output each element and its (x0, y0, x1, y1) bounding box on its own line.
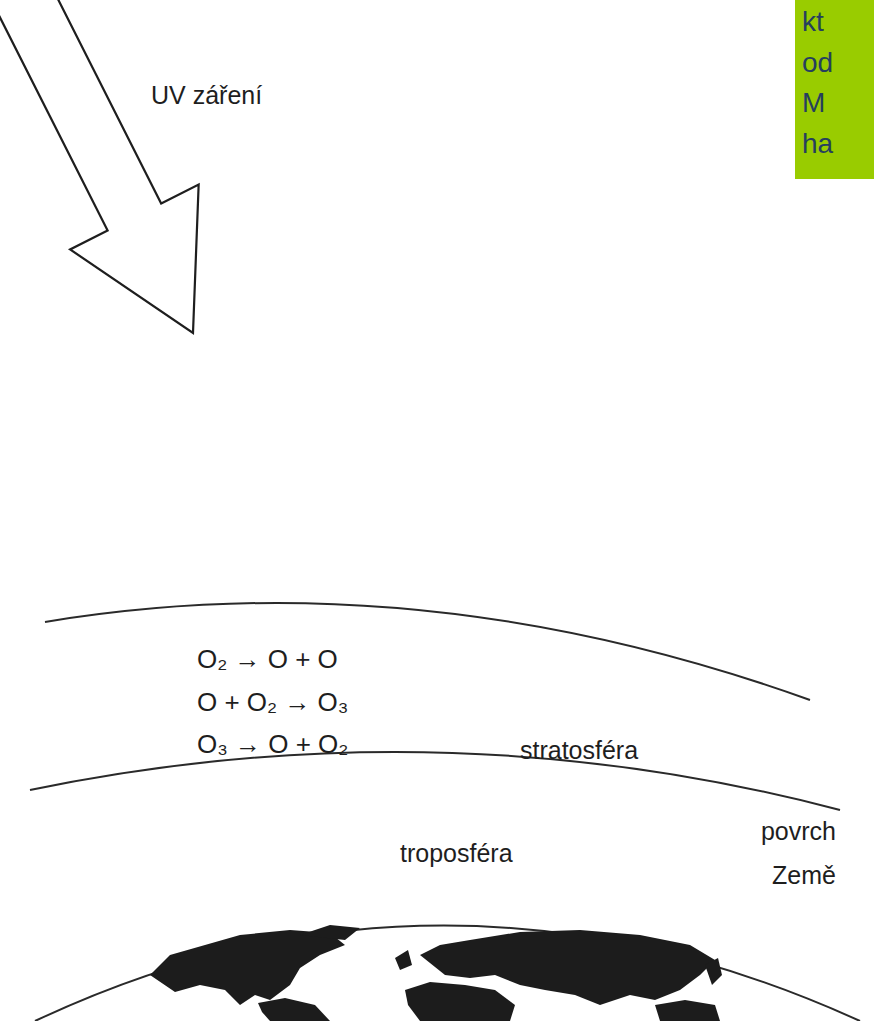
reaction-equation: O + O₂ → O₃ (197, 687, 348, 718)
reaction-equation: O₂ → O + O (197, 644, 338, 675)
radiation-label: UV záření (151, 80, 262, 110)
layer-label: troposféra (400, 838, 513, 868)
uv-arrow (0, 0, 257, 365)
earth-surface (35, 926, 860, 1021)
world-map (150, 925, 722, 1021)
note-text: kt od M ha (802, 2, 833, 164)
reaction-equation: O₃ → O + O₂ (197, 729, 348, 760)
note-box: kt od M ha (795, 0, 874, 179)
troposphere-boundary (30, 752, 840, 810)
surface-label: povrch Země (761, 810, 836, 898)
layer-label: stratosféra (520, 735, 638, 765)
stratosphere-boundary (45, 603, 810, 700)
